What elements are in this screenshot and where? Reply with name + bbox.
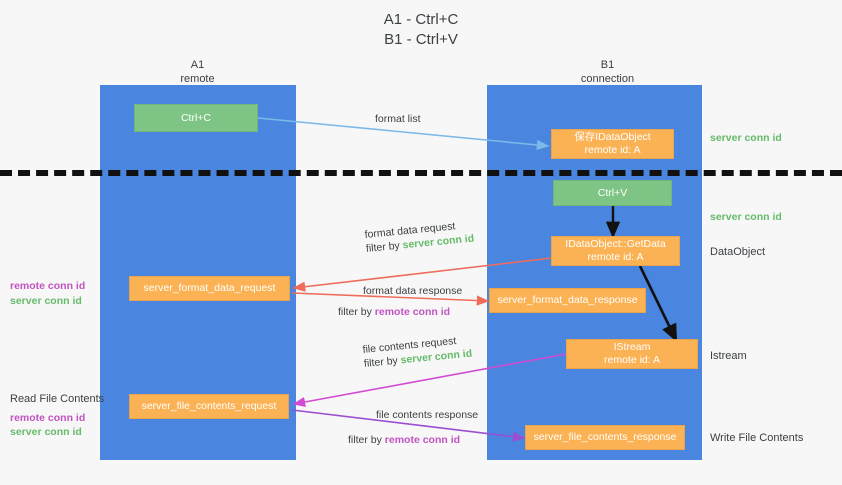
node-server-format-data-response[interactable]: server_format_data_response bbox=[489, 288, 646, 313]
phase-separator bbox=[0, 170, 842, 176]
node-getdata-remote-id: remote id: A bbox=[587, 251, 644, 263]
right-label-istream: Istream bbox=[710, 350, 747, 362]
remote-conn-id-token-1: remote conn id bbox=[374, 306, 451, 318]
node-getdata-label: IDataObject::GetData bbox=[565, 238, 666, 250]
column-b1-name: B1 bbox=[600, 59, 615, 71]
edge-label-format-list: format list bbox=[375, 113, 421, 125]
right-label-data-object: DataObject bbox=[710, 246, 766, 258]
edge-label-format-data-response-filter: filter by remote conn id bbox=[338, 305, 450, 319]
filter-by-text-1: filter by bbox=[365, 239, 401, 255]
right-label-server-conn-id-top: server conn id bbox=[710, 132, 782, 144]
node-istream-label: IStream bbox=[613, 341, 651, 353]
column-b1-role: connection bbox=[580, 73, 635, 85]
node-istream-remote-id: remote id: A bbox=[603, 354, 661, 366]
node-getdata[interactable]: IDataObject::GetData remote id: A bbox=[551, 236, 680, 266]
node-server-file-contents-request[interactable]: server_file_contents_request bbox=[129, 394, 289, 419]
left-label-read-file-contents: Read File Contents bbox=[10, 393, 105, 405]
node-data-object-saved-label: 保存IDataObject bbox=[574, 131, 651, 143]
column-a1-name: A1 bbox=[190, 59, 205, 71]
filter-by-text-2: filter by bbox=[338, 306, 372, 318]
node-server-format-data-request-label: server_format_data_request bbox=[143, 282, 276, 294]
remote-conn-id-token-2: remote conn id bbox=[384, 434, 461, 446]
filter-by-text-3: filter by bbox=[363, 354, 399, 370]
right-label-write-file-contents: Write File Contents bbox=[710, 432, 804, 444]
edge-label-format-data-response: format data response bbox=[363, 285, 463, 297]
left-label-server-conn-id-1: server conn id bbox=[10, 295, 82, 307]
node-ctrl-c[interactable]: Ctrl+C bbox=[134, 104, 258, 132]
column-a1-role: remote bbox=[180, 73, 215, 85]
node-ctrl-v[interactable]: Ctrl+V bbox=[553, 180, 672, 206]
node-data-object-saved[interactable]: 保存IDataObject remote id: A bbox=[551, 129, 674, 159]
title-line-1: A1 - Ctrl+C bbox=[383, 11, 459, 28]
node-ctrl-v-label: Ctrl+V bbox=[597, 186, 628, 199]
node-server-file-contents-response[interactable]: server_file_contents_response bbox=[525, 425, 685, 450]
edge-label-format-data-request-group: format data request filter by server con… bbox=[364, 218, 475, 256]
edge-label-file-contents-response-filter: filter by remote conn id bbox=[348, 433, 460, 447]
right-label-server-conn-id-mid: server conn id bbox=[710, 211, 782, 223]
filter-by-text-4: filter by bbox=[348, 434, 382, 446]
left-label-remote-conn-id-1: remote conn id bbox=[10, 280, 86, 292]
node-ctrl-c-label: Ctrl+C bbox=[180, 111, 212, 124]
column-header-a1: A1 remote bbox=[120, 58, 275, 86]
node-server-file-contents-request-label: server_file_contents_request bbox=[141, 400, 277, 412]
page-title: A1 - Ctrl+C B1 - Ctrl+V bbox=[0, 10, 842, 50]
node-istream[interactable]: IStream remote id: A bbox=[566, 339, 698, 369]
node-server-format-data-response-label: server_format_data_response bbox=[497, 294, 638, 306]
left-label-server-conn-id-2: server conn id bbox=[10, 426, 82, 438]
node-data-object-saved-remote-id: remote id: A bbox=[584, 144, 641, 156]
column-header-b1: B1 connection bbox=[530, 58, 685, 86]
left-label-remote-conn-id-2: remote conn id bbox=[10, 412, 86, 424]
node-server-file-contents-response-label: server_file_contents_response bbox=[533, 431, 677, 443]
edge-label-file-contents-response: file contents response bbox=[376, 409, 479, 421]
node-server-format-data-request[interactable]: server_format_data_request bbox=[129, 276, 290, 301]
edge-label-file-contents-request-group: file contents request filter by server c… bbox=[362, 333, 473, 371]
title-line-2: B1 - Ctrl+V bbox=[384, 31, 458, 48]
